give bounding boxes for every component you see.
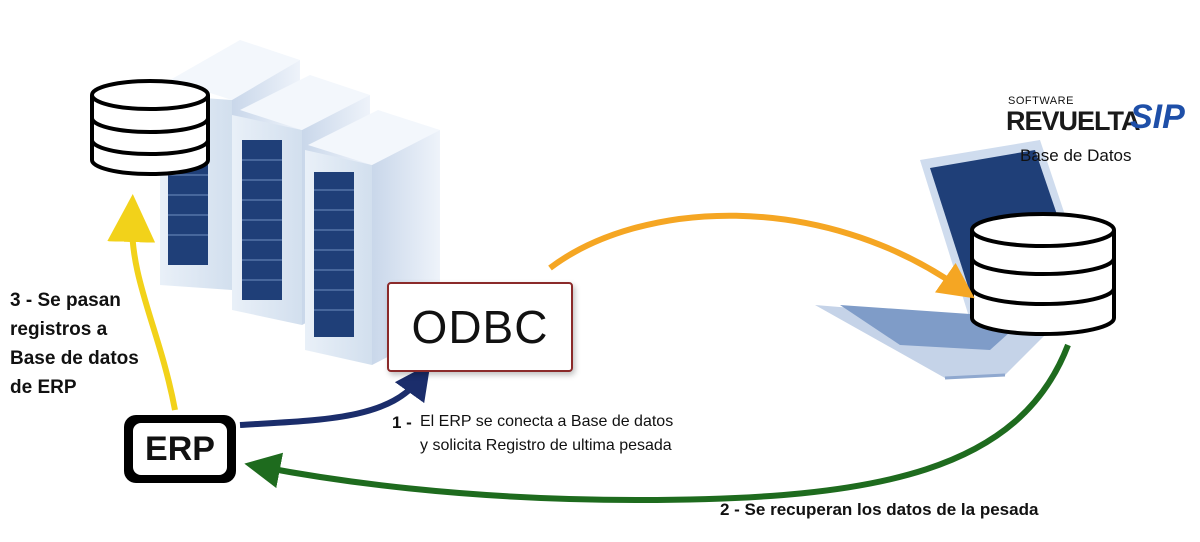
arrow-odbc-to-laptop — [548, 212, 975, 299]
database-icon-right — [970, 212, 1116, 336]
logo-caption: Base de Datos — [1020, 146, 1132, 165]
odbc-box: ODBC — [387, 282, 573, 372]
step3-line: registros a — [10, 319, 108, 340]
step3-line: Base de datos — [10, 348, 139, 369]
erp-logo-inner: ERP — [133, 423, 227, 475]
step1-line: El ERP se conecta a Base de datos — [420, 413, 674, 430]
erp-logo: ERP — [124, 415, 236, 483]
logo-sip-text: SIP — [1130, 98, 1185, 136]
step3-label: 3 - Se pasan registros a Base de datos d… — [10, 286, 180, 402]
server-unit-front — [168, 110, 440, 365]
step2-label: 2 - Se recuperan los datos de la pesada — [720, 500, 1039, 519]
step1-number: 1 - — [392, 413, 412, 432]
arrow-step2 — [244, 343, 1071, 504]
erp-label: ERP — [145, 429, 215, 468]
logo-software-text: SOFTWARE — [1008, 95, 1074, 107]
database-icon — [90, 79, 210, 176]
odbc-label: ODBC — [411, 301, 549, 353]
step1-label: El ERP se conecta a Base de datos y soli… — [420, 410, 750, 458]
server-rack-icon — [160, 40, 440, 365]
step1-line: y solicita Registro de ultima pesada — [420, 437, 672, 454]
logo-revuelta-text: REVUELTA — [1006, 106, 1140, 136]
step3-line: de ERP — [10, 377, 77, 398]
arrow-step1 — [239, 363, 431, 428]
arrow-step3 — [107, 194, 178, 411]
revuelta-sip-logo: SOFTWARE REVUELTA SIP Base de Datos — [1006, 92, 1196, 172]
step3-line: 3 - Se pasan — [10, 290, 121, 311]
